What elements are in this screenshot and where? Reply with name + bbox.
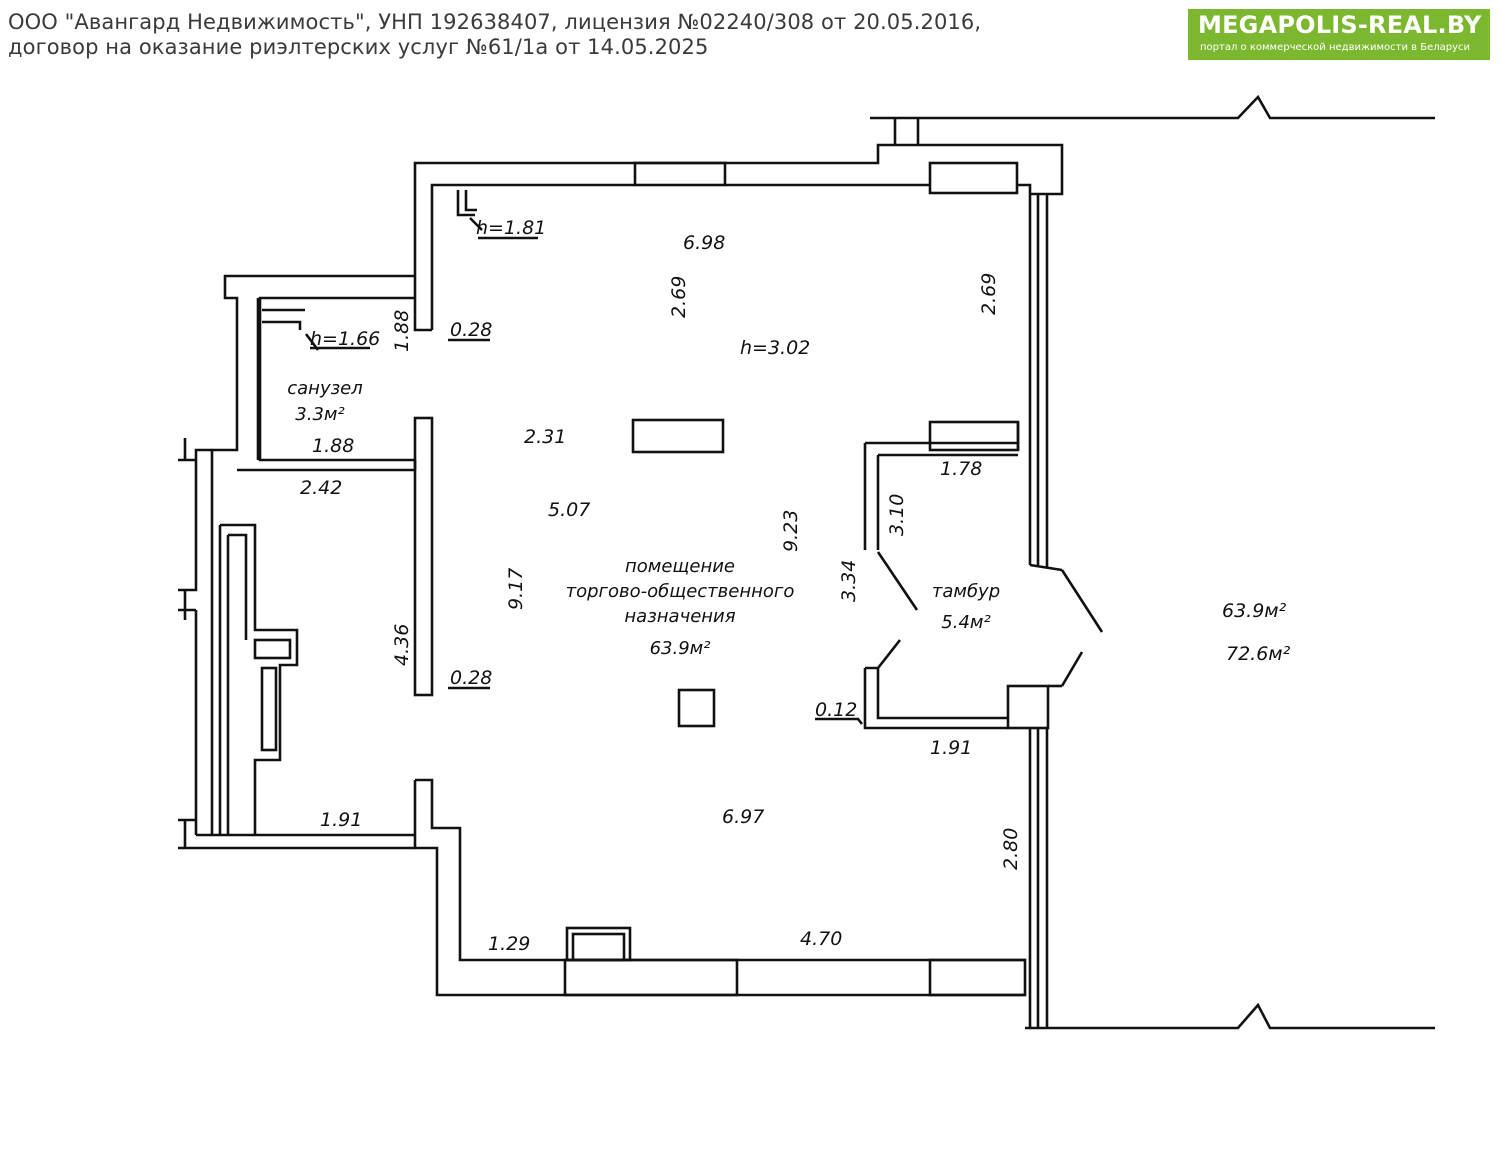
logo-name: MEGAPOLIS-REAL.BY bbox=[1198, 11, 1482, 39]
wc-name: санузел bbox=[287, 378, 363, 399]
vestibule-area: 5.4м² bbox=[941, 612, 990, 633]
dim-col-dist: 2.31 bbox=[524, 426, 566, 448]
vestibule-door-1 bbox=[876, 551, 919, 611]
dim-left-bottom: 1.91 bbox=[320, 809, 362, 831]
height-niche-wc: h=1.66 bbox=[310, 328, 380, 350]
total-area-main: 63.9м² bbox=[1222, 600, 1287, 622]
vestibule-name: тамбур bbox=[932, 581, 1000, 602]
wc-area: 3.3м² bbox=[295, 404, 344, 425]
left-counter bbox=[218, 523, 299, 835]
main-room-area: 63.9м² bbox=[650, 638, 711, 659]
column-vestibule bbox=[1006, 684, 1050, 730]
vestibule-lower bbox=[863, 666, 1008, 730]
dim-right-depth: 2.69 bbox=[978, 273, 1000, 315]
wc-walls bbox=[210, 274, 415, 837]
dim-vest-left: 3.34 bbox=[838, 560, 860, 602]
main-room-name-2: торгово-общественного bbox=[566, 581, 795, 602]
height-main: h=3.02 bbox=[740, 337, 810, 359]
window-vestibule bbox=[928, 420, 1020, 452]
dim-top-width: 6.98 bbox=[683, 232, 725, 254]
street-line-top bbox=[870, 94, 1435, 120]
main-room-name-3: назначения bbox=[624, 606, 735, 627]
header-line-1: ООО "Авангард Недвижимость", УНП 1926384… bbox=[8, 10, 982, 34]
dim-mid-width: 5.07 bbox=[548, 499, 590, 521]
window-top-2 bbox=[928, 161, 1019, 195]
height-niche-top: h=1.81 bbox=[476, 217, 546, 239]
total-area-full: 72.6м² bbox=[1226, 643, 1291, 665]
dim-vest-depth: 3.10 bbox=[886, 494, 908, 536]
dim-vest-width: 1.78 bbox=[940, 458, 982, 480]
main-room-name-1: помещение bbox=[625, 556, 735, 577]
dim-bottom-width: 6.97 bbox=[722, 806, 764, 828]
street-line-bottom bbox=[1025, 1002, 1435, 1030]
entry-door-2 bbox=[1060, 651, 1084, 687]
column-center-top bbox=[631, 418, 725, 454]
header-line-2: договор на оказание риэлтерских услуг №6… bbox=[8, 35, 709, 59]
entry-door-1 bbox=[1060, 569, 1104, 633]
dim-vest-bottom: 1.91 bbox=[930, 737, 972, 759]
vestibule-wall bbox=[863, 441, 1018, 550]
dim-left-depth: 2.69 bbox=[668, 276, 690, 318]
dim-bottom-left: 1.29 bbox=[488, 933, 530, 955]
vestibule-door-2 bbox=[876, 639, 902, 669]
right-wall bbox=[1030, 192, 1049, 568]
dim-wall-top: 0.28 bbox=[450, 319, 492, 341]
dim-inner-depth: 9.23 bbox=[780, 510, 802, 552]
window-bottom-2 bbox=[928, 958, 1027, 997]
column-center-bottom bbox=[677, 688, 716, 728]
dim-wc-width: 1.88 bbox=[312, 435, 354, 457]
dim-left-room-depth: 4.36 bbox=[391, 624, 413, 666]
dim-bottom-right: 4.70 bbox=[800, 928, 842, 950]
window-top-1 bbox=[633, 161, 727, 187]
left-partition bbox=[413, 416, 434, 697]
dim-wc-height: 1.88 bbox=[391, 310, 413, 352]
window-bottom-1 bbox=[563, 958, 739, 997]
dim-right-bottom: 2.80 bbox=[1000, 828, 1022, 870]
logo-tagline: портал о коммерческой недвижимости в Бел… bbox=[1200, 42, 1470, 53]
wall-lines bbox=[178, 94, 1435, 1030]
right-lower-wall bbox=[1028, 728, 1049, 1028]
left-outer-wall bbox=[178, 448, 415, 850]
plan-labels: 6.98 2.69 2.69 h=1.81 h=1.66 1.88 0.28 h… bbox=[287, 217, 1290, 955]
bottom-wall bbox=[413, 778, 1025, 997]
dim-vest-wall: 0.12 bbox=[815, 699, 857, 721]
top-wall-close bbox=[413, 276, 432, 332]
dim-left-room-width: 2.42 bbox=[300, 477, 342, 499]
dim-wall-bottom: 0.28 bbox=[450, 667, 492, 689]
dim-main-depth: 9.17 bbox=[505, 568, 527, 610]
niche-top bbox=[456, 190, 483, 231]
top-wall-inner bbox=[430, 183, 1032, 565]
top-wall-outer bbox=[413, 143, 1064, 276]
megapolis-logo[interactable]: MEGAPOLIS-REAL.BY портал о коммерческой … bbox=[1188, 9, 1490, 60]
